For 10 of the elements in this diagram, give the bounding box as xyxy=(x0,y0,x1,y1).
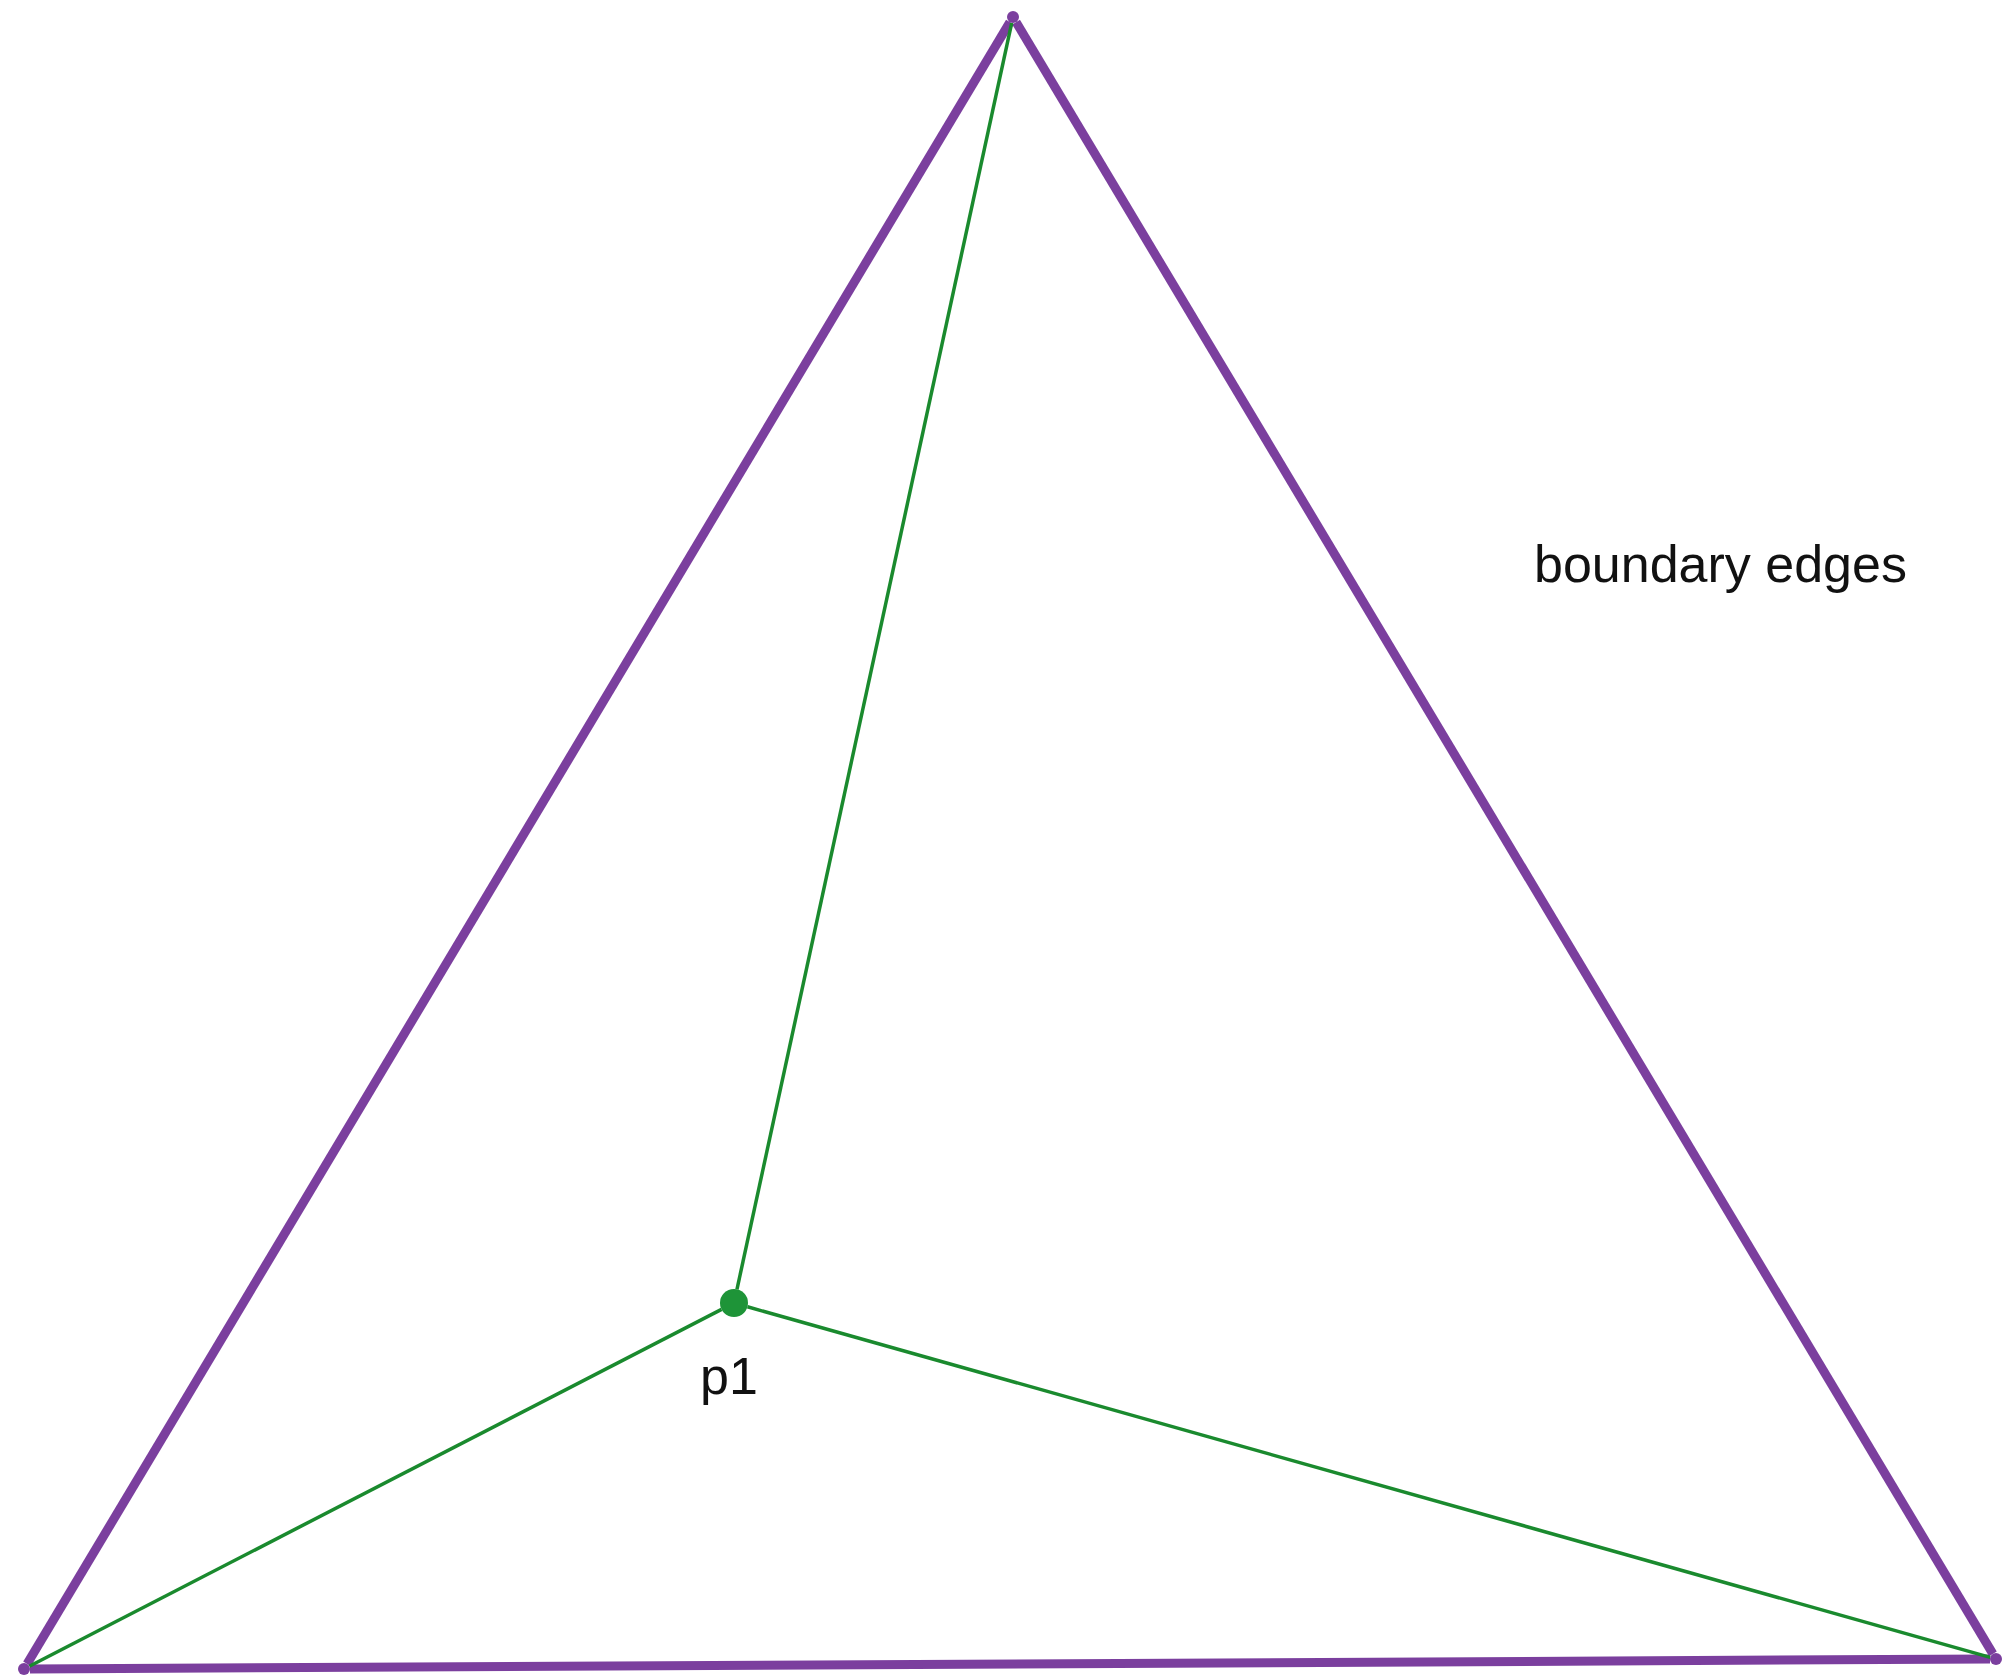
vertex-point xyxy=(18,1663,30,1675)
connecting-edge xyxy=(28,1307,723,1668)
vertex-point xyxy=(1990,1653,2002,1665)
vertex-point xyxy=(1007,11,1019,23)
boundary-edge xyxy=(1012,19,1997,1657)
connecting-edge xyxy=(735,22,1014,1290)
boundary-edge xyxy=(29,1654,1991,1674)
point-marker xyxy=(720,1289,748,1317)
connecting-edge xyxy=(747,1305,1991,1660)
boundary-edge xyxy=(23,19,1014,1667)
